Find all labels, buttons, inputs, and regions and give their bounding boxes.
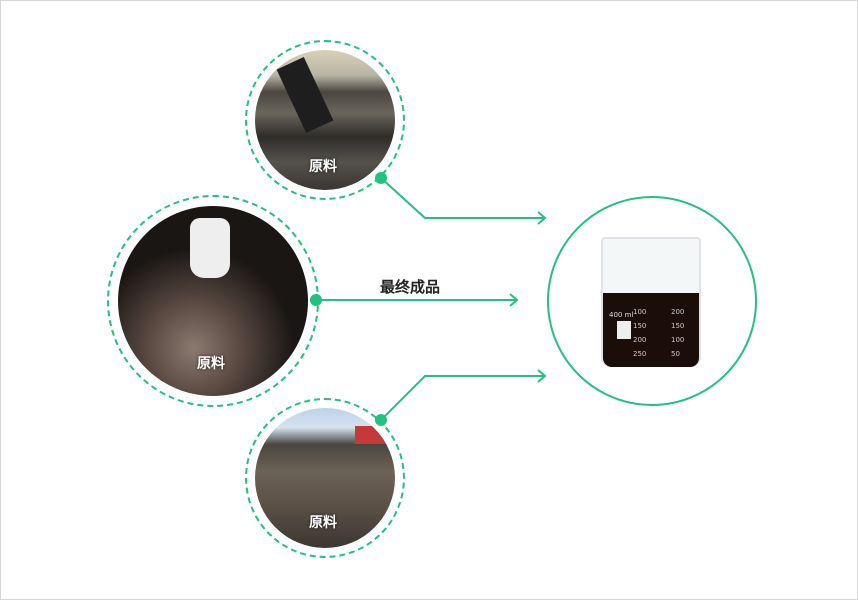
raw-material-label-mid: 原料 — [197, 356, 225, 372]
beaker-volume: 400 ml — [609, 311, 634, 319]
scale-left-1: 150 — [633, 322, 647, 330]
connector-bottom — [380, 375, 545, 421]
arrow-top — [537, 211, 547, 225]
raw-material-ring-mid — [107, 195, 319, 407]
beaker-image: 400 ml 100 150 200 250 200 150 100 50 — [597, 233, 705, 369]
raw-material-photo-top — [255, 50, 395, 190]
raw-material-ring-top — [245, 40, 405, 200]
final-product-label: 最终成品 — [380, 278, 441, 296]
final-product-ring — [547, 196, 757, 406]
scale-right-1: 150 — [671, 322, 685, 330]
raw-material-ring-bottom — [245, 398, 405, 558]
arrow-mid — [509, 293, 519, 307]
scale-left-0: 100 — [633, 308, 647, 316]
gloved-hand — [190, 218, 230, 278]
raw-material-label-top: 原料 — [309, 159, 337, 175]
scale-left-2: 200 — [633, 336, 647, 344]
scale-left-3: 250 — [633, 350, 647, 358]
raw-material-photo-mid — [118, 206, 308, 396]
scale-right-0: 200 — [671, 308, 685, 316]
scale-right-2: 100 — [671, 336, 685, 344]
connector-top — [380, 177, 545, 219]
scale-right-3: 50 — [671, 350, 680, 358]
raw-material-label-bottom: 原料 — [309, 515, 337, 531]
raw-material-photo-bottom — [255, 408, 395, 548]
arrow-bottom — [537, 369, 547, 383]
